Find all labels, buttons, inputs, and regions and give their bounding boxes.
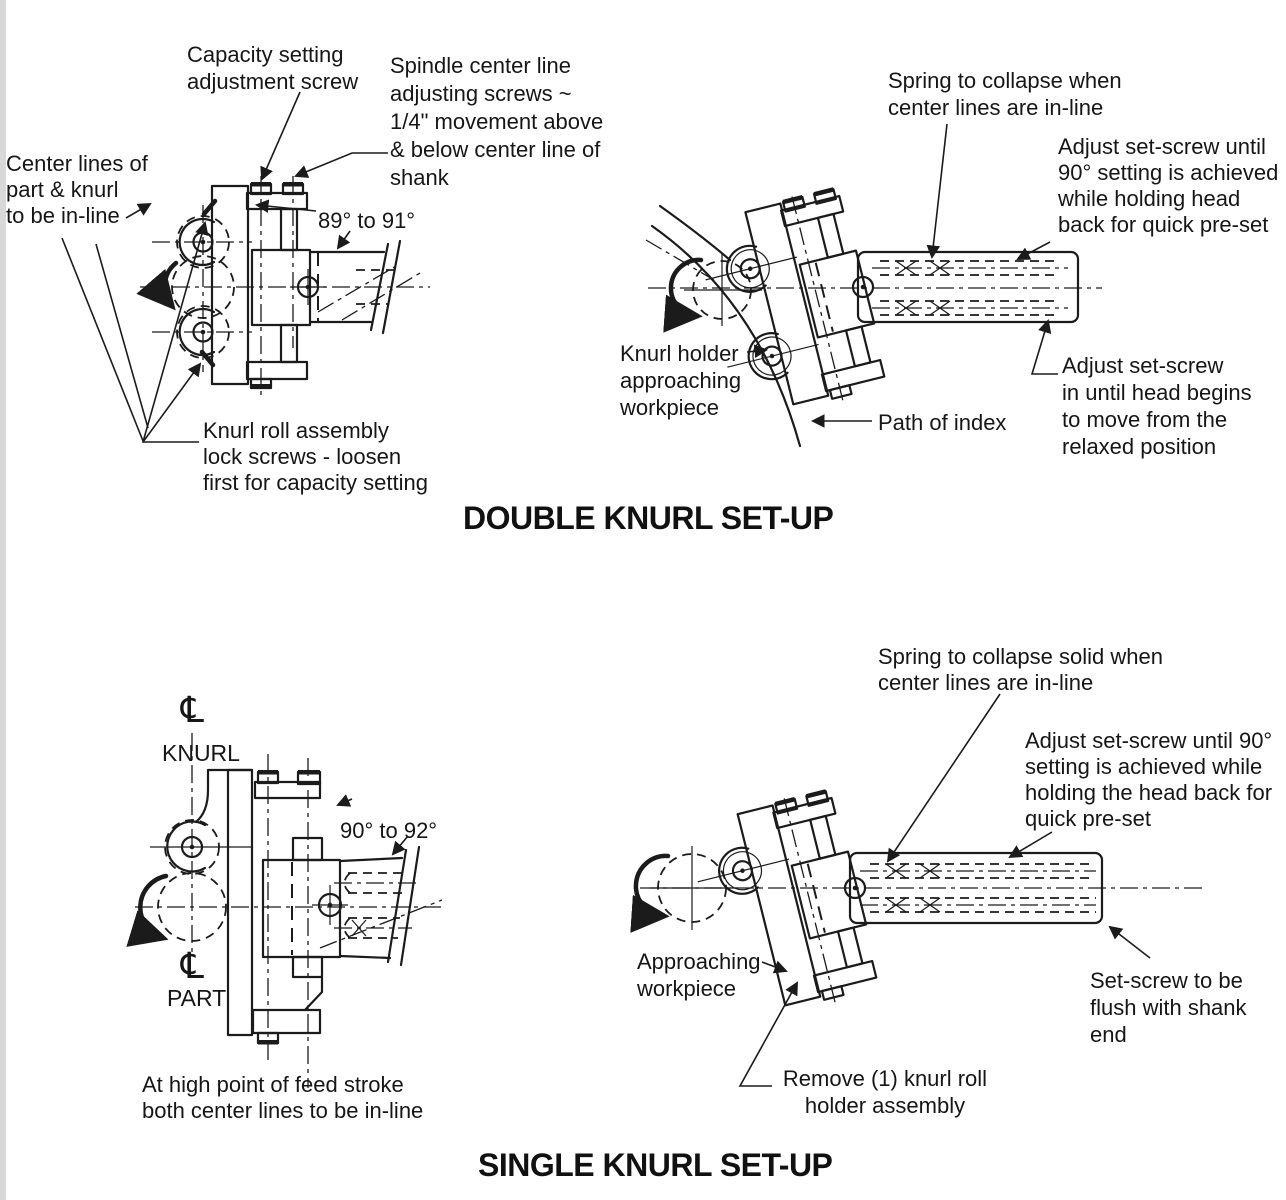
lock-screws-label: Knurl roll assembly lock screws - loosen… <box>203 418 428 495</box>
knurl-centerline-symbol: ℄ <box>176 690 209 731</box>
approaching-workpiece-label: Approaching workpiece <box>637 949 761 1001</box>
angle-89-91-label: 89° to 91° <box>318 208 416 233</box>
path-of-index-label: Path of index <box>878 410 1007 435</box>
angle-90-92-label: 90° to 92° <box>340 818 438 843</box>
spindle-screws-label: Spindle center line adjusting screws ~ 1… <box>390 53 604 190</box>
double-index-view-drawing <box>645 123 1102 448</box>
set-screw-flush-label: Set-screw to be flush with shank end <box>1090 968 1247 1047</box>
spring-collapse-label: Spring to collapse when center lines are… <box>888 68 1122 120</box>
adjust-preset-label: Adjust set-screw until 90° setting is ac… <box>1058 134 1279 237</box>
part-label: PART <box>167 985 227 1011</box>
scan-edge <box>0 0 6 1200</box>
double-front-view-drawing <box>61 91 430 443</box>
adjust-preset-single-label: Adjust set-screw until 90° setting is ac… <box>1025 728 1273 831</box>
double-knurl-title: DOUBLE KNURL SET-UP <box>463 500 834 536</box>
knurl-label: KNURL <box>162 740 240 766</box>
part-centerline-symbol: ℄ <box>176 946 209 987</box>
feed-stroke-label: At high point of feed stroke both center… <box>142 1072 424 1123</box>
spring-collapse-solid-label: Spring to collapse solid when center lin… <box>878 644 1163 695</box>
single-knurl-title: SINGLE KNURL SET-UP <box>478 1147 833 1183</box>
center-lines-label: Center lines of part & knurl to be in-li… <box>6 151 148 228</box>
remove-holder-label: Remove (1) knurl roll holder assembly <box>782 1066 988 1118</box>
single-index-view-drawing <box>630 693 1205 1087</box>
single-front-view-drawing <box>126 733 445 1088</box>
capacity-screw-label: Capacity setting adjustment screw <box>187 42 359 94</box>
adjust-relaxed-label: Adjust set-screw in until head begins to… <box>1062 353 1252 459</box>
knurl-holder-approaching-label: Knurl holder approaching workpiece <box>620 341 742 420</box>
